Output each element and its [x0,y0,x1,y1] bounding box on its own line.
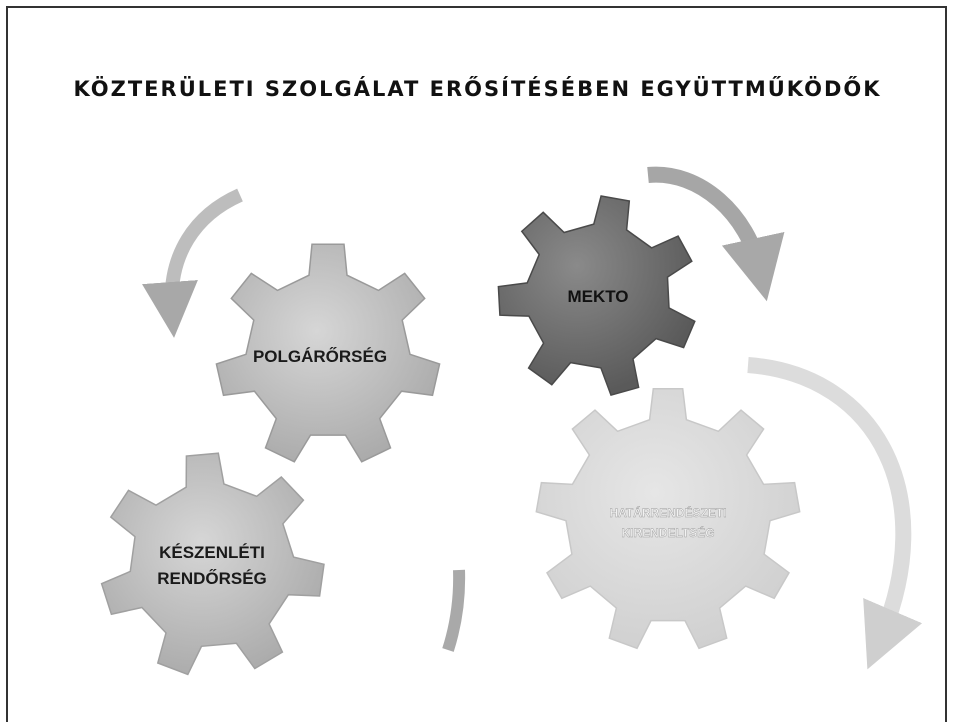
cycle-arrow-bottom [442,569,466,652]
gear-mekto-label: MEKTO [567,287,628,306]
gear-keszenleti: KÉSZENLÉTI RENDŐRSÉG [100,452,325,676]
gear-keszenleti-label-line1: KÉSZENLÉTI [159,543,265,562]
gear-mekto: MEKTO [497,195,696,397]
slide-title: KÖZTERÜLETI SZOLGÁLAT ERŐSÍTÉSÉBEN EGYÜT… [73,77,882,101]
gear-polgarorseg-label: POLGÁRŐRSÉG [253,347,387,366]
cycle-arrow-top-right [647,166,785,302]
gear-polgarorseg-shape [215,243,441,463]
gear-keszenleti-shape [100,452,325,676]
gear-hatar-label-line1: HATÁRRENDÉSZETI [609,505,726,520]
cycle-arrow-right [747,357,923,670]
gear-hatar-label-line2: KIRENDELTSÉG [621,525,714,540]
gear-mekto-shape [497,195,696,397]
gear-keszenleti-label-line2: RENDŐRSÉG [157,569,267,588]
gear-hatar: HATÁRRENDÉSZETI KIRENDELTSÉG [535,388,801,650]
cycle-arrow-left [142,188,243,338]
gear-polgarorseg: POLGÁRŐRSÉG [215,243,441,463]
slide-border [6,6,947,722]
gear-hatar-shape [535,388,801,650]
